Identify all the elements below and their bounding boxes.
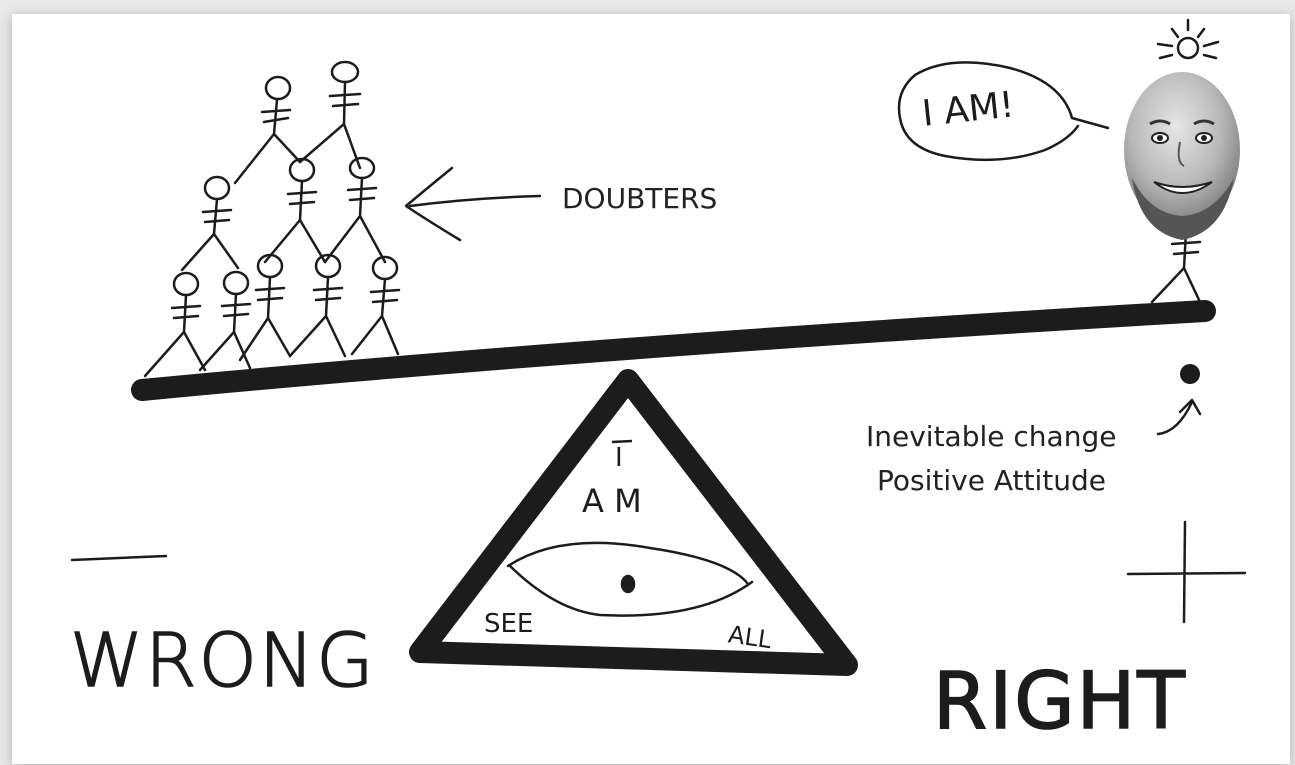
- minus-sign: [70, 554, 168, 562]
- stick-figure: [143, 271, 207, 378]
- stick-figure: [180, 175, 240, 272]
- stick-figure: [198, 270, 252, 372]
- stick-figure: [350, 255, 401, 356]
- doubters-label: DOUBTERS: [562, 182, 717, 215]
- underline: [611, 439, 633, 444]
- plus-sign: [1126, 520, 1247, 624]
- stick-figure: [1150, 230, 1202, 304]
- stick-figure: [233, 75, 302, 185]
- arrow-icon: [404, 166, 542, 242]
- doubters-group: [143, 60, 401, 378]
- stick-figure: [323, 156, 387, 264]
- triangle-label-all: ALL: [727, 620, 774, 654]
- stick-figure: [298, 60, 362, 170]
- sun-icon: [1156, 18, 1220, 60]
- speech-bubble-text: I AM!: [920, 84, 1016, 134]
- seesaw-beam: [131, 300, 1216, 401]
- right-label: RIGHT: [933, 657, 1187, 747]
- triangle-label-i: I: [615, 443, 623, 473]
- speech-bubble: [897, 61, 1110, 162]
- stick-figure: [288, 253, 347, 358]
- stick-figure: [263, 157, 327, 264]
- triangle-label-am: A M: [582, 482, 642, 520]
- fulcrum-dot: [1180, 364, 1200, 384]
- fulcrum-label-line1: Inevitable change: [866, 420, 1116, 453]
- stick-figure: [238, 253, 292, 362]
- face-photo: [1124, 72, 1240, 240]
- arrow-icon: [1156, 398, 1202, 436]
- fulcrum-triangle: [409, 369, 858, 676]
- fulcrum-label-line2: Positive Attitude: [877, 464, 1106, 497]
- eye-icon: [506, 541, 754, 617]
- triangle-label-see: SEE: [484, 609, 533, 639]
- wrong-label: WRONG: [70, 618, 376, 704]
